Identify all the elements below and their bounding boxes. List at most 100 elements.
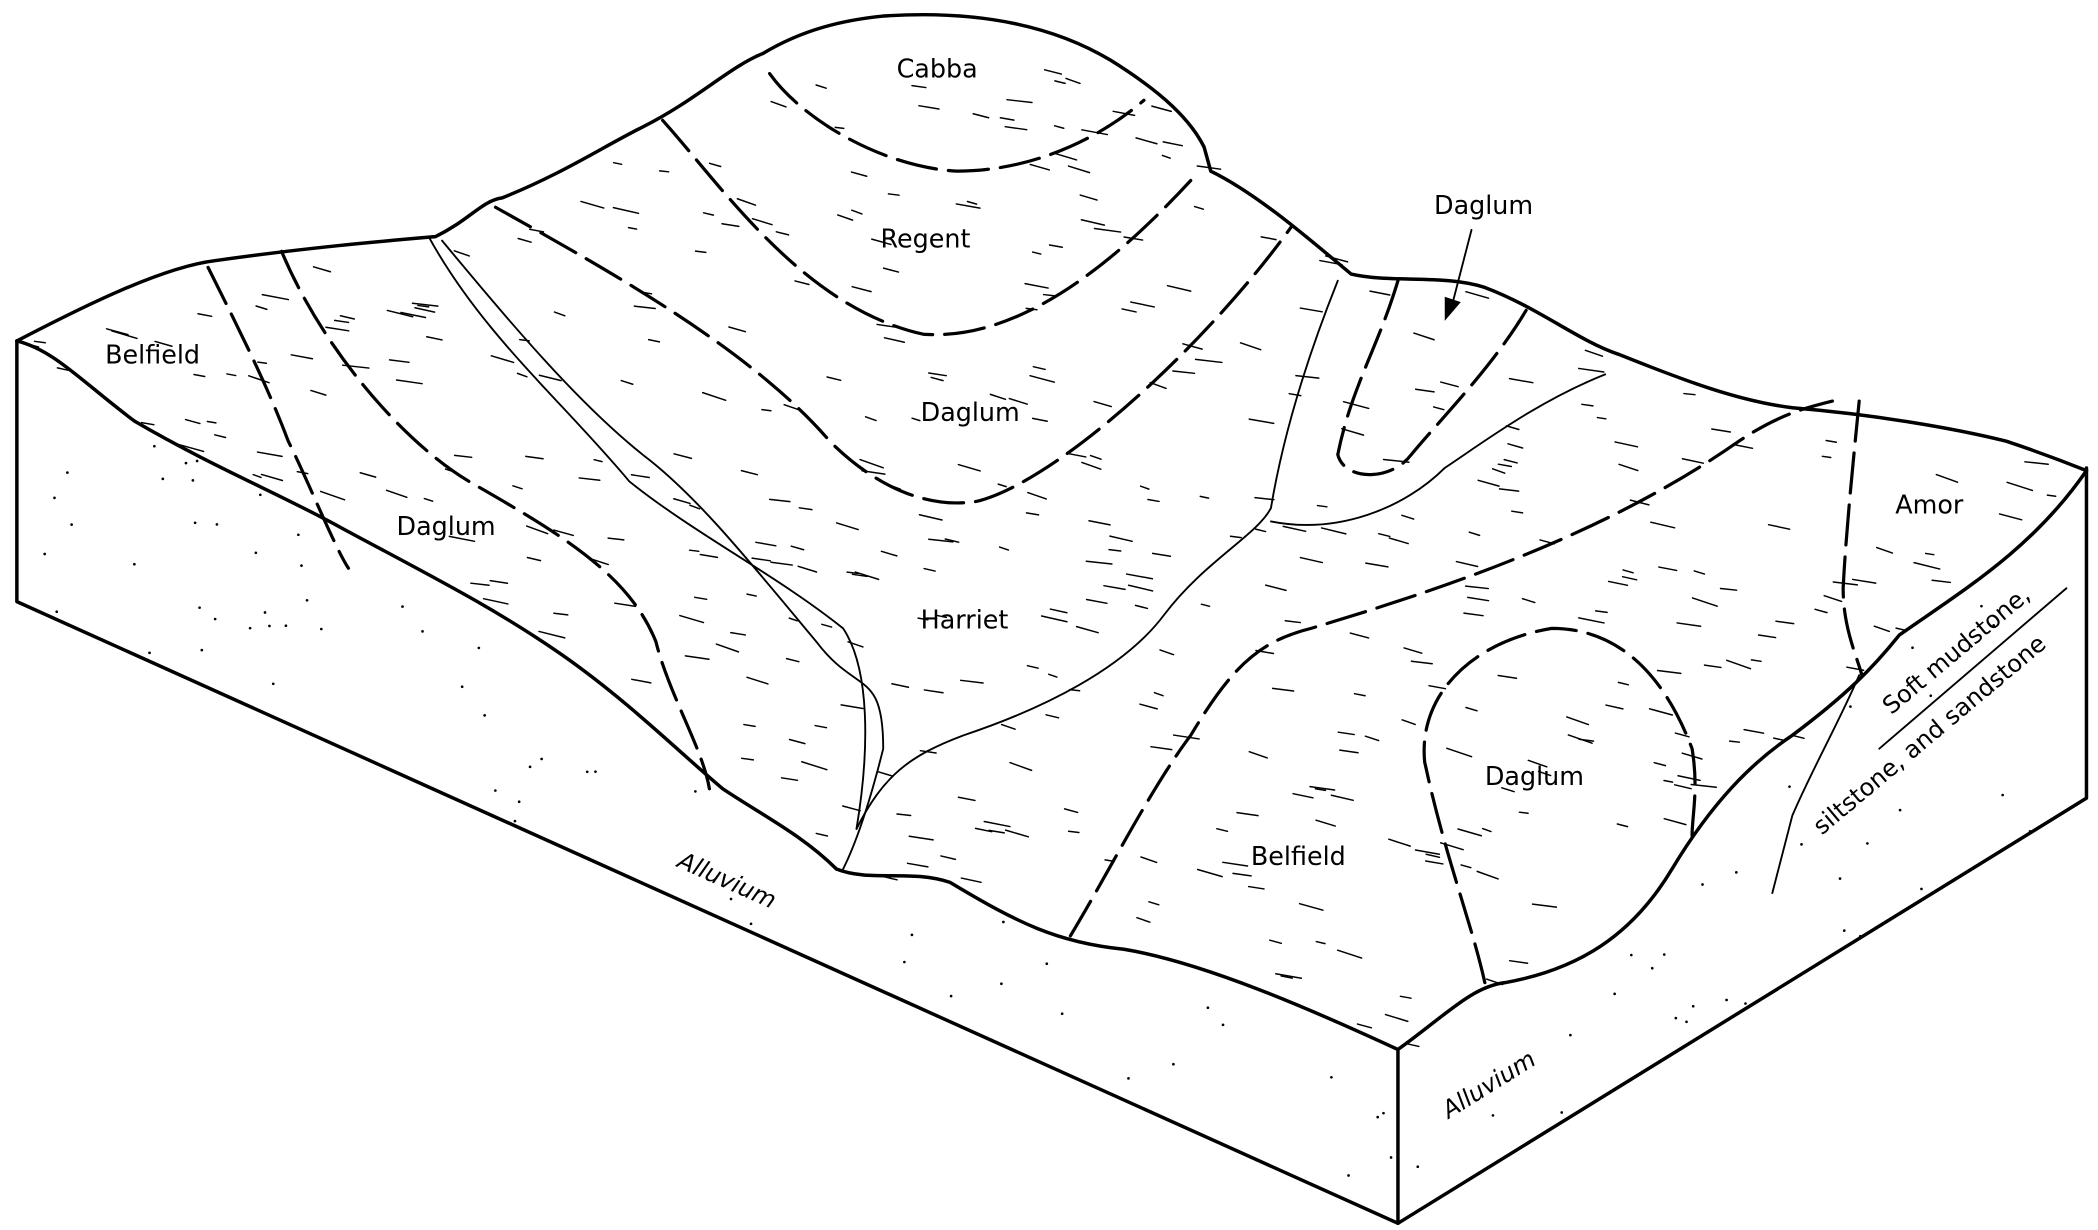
hatch-stroke: [836, 214, 854, 221]
hatch-stroke: [1508, 959, 1529, 964]
hatch-stroke: [1009, 761, 1033, 772]
hatch-stroke: [388, 359, 410, 364]
hatch-stroke: [1365, 562, 1389, 568]
hatch-stroke: [740, 757, 755, 761]
stipple-dot: [1866, 842, 1869, 845]
hatch-stroke: [1384, 1013, 1409, 1023]
hatch-stroke: [998, 546, 1010, 551]
hatch-stroke: [815, 832, 829, 837]
hatch-stroke: [989, 393, 1007, 401]
stipple-dot: [594, 770, 597, 773]
hatch-stroke: [1750, 659, 1762, 663]
hatch-stroke: [1377, 532, 1391, 538]
hatch-stroke: [1711, 428, 1732, 433]
stipple-dot: [1491, 1114, 1495, 1117]
hatch-stroke: [1315, 940, 1326, 945]
hatch-stroke: [1823, 594, 1843, 603]
boundary-belfield-left-2: [279, 249, 712, 791]
hatch-stroke: [553, 529, 575, 537]
stipple-dot: [1560, 1111, 1564, 1114]
hatch-stroke: [1353, 692, 1366, 697]
hatch-stroke: [743, 723, 756, 728]
hatch-stroke: [1200, 603, 1211, 608]
hatch-stroke: [33, 340, 47, 344]
hatch-stroke: [1414, 849, 1441, 855]
stipple-dot: [1221, 1023, 1225, 1027]
hatch-stroke: [339, 315, 356, 320]
hatch-stroke: [1229, 535, 1242, 539]
hatch-stroke: [620, 379, 634, 385]
hatch-stroke: [761, 408, 772, 412]
hatch-stroke: [490, 355, 515, 364]
hatch-stroke: [1264, 584, 1287, 592]
hatch-stroke: [1182, 343, 1203, 350]
hatch-stroke: [417, 304, 430, 308]
drainage-lower: [1269, 373, 1607, 526]
hatch-stroke: [1248, 750, 1268, 759]
hatch-stroke: [1139, 485, 1150, 490]
stipple-dot: [1650, 966, 1654, 970]
hatch-stroke: [911, 84, 927, 89]
hatch-stroke: [957, 463, 981, 472]
hatch-stroke: [1521, 597, 1536, 604]
hatch-stroke: [1166, 284, 1192, 292]
hatch-stroke: [918, 513, 943, 521]
bedrock-contact: [1771, 674, 1861, 895]
hatch-stroke: [1356, 1023, 1373, 1029]
hatch-stroke: [1247, 885, 1265, 890]
hatch-stroke: [1566, 716, 1590, 726]
hatch-stroke: [701, 391, 727, 402]
hatch-stroke: [1260, 236, 1277, 241]
stipple-dot: [1060, 1012, 1064, 1016]
stipple-dot: [305, 598, 309, 602]
hatch-stroke: [1314, 788, 1327, 792]
hatch-stroke: [325, 326, 350, 332]
hatch-stroke: [1269, 939, 1283, 945]
hatch-stroke: [814, 724, 828, 729]
hatch-stroke: [526, 556, 542, 562]
surface-front-edge: [15, 339, 1400, 1052]
hatch-stroke: [679, 614, 705, 624]
hatch-stroke: [770, 100, 787, 108]
hatch-stroke: [1440, 381, 1459, 388]
stipple-dot: [213, 617, 217, 621]
hatch-stroke: [877, 770, 894, 777]
hatch-stroke: [1399, 995, 1412, 999]
hatch-stroke: [689, 504, 701, 510]
hatch-stroke: [1315, 819, 1336, 827]
stipple-dot: [694, 790, 697, 793]
hatch-stroke: [1757, 634, 1777, 639]
stipple-dot: [1376, 1115, 1380, 1119]
hatch-stroke: [918, 104, 940, 110]
hatch-stroke: [790, 545, 805, 551]
hatch-stroke: [1292, 792, 1314, 799]
hatch-stroke: [1683, 392, 1696, 396]
hatch-stroke: [2046, 494, 2057, 498]
hatch-stroke: [1460, 864, 1472, 869]
hatch-stroke: [1491, 468, 1506, 474]
boundary-belfield-left-1: [206, 265, 351, 570]
stipple-dot: [43, 552, 47, 556]
hatch-stroke: [1477, 479, 1500, 487]
hatch-stroke: [385, 489, 408, 499]
hatch-stroke: [1288, 392, 1302, 397]
hatch-stroke: [1196, 868, 1223, 878]
hatch-stroke: [261, 293, 290, 301]
hatch-stroke: [1032, 365, 1046, 371]
stipple-dot: [517, 800, 521, 804]
hatch-stroke: [312, 266, 332, 273]
hatch-stroke: [1080, 219, 1106, 226]
hatch-stroke: [923, 567, 936, 572]
hatch-stroke: [1681, 458, 1705, 464]
hatch-stroke: [1284, 620, 1302, 624]
stipple-dot: [540, 757, 543, 761]
stipple-dot: [1744, 1002, 1747, 1005]
hatch-stroke: [1040, 615, 1068, 623]
hatch-stroke: [489, 579, 509, 584]
hatch-stroke: [1931, 579, 1952, 584]
hatch-stroke: [1497, 674, 1518, 679]
hatch-stroke: [290, 354, 314, 360]
hatch-stroke: [1194, 358, 1223, 364]
hatch-stroke: [1085, 598, 1108, 605]
hatch-stroke: [580, 200, 605, 209]
